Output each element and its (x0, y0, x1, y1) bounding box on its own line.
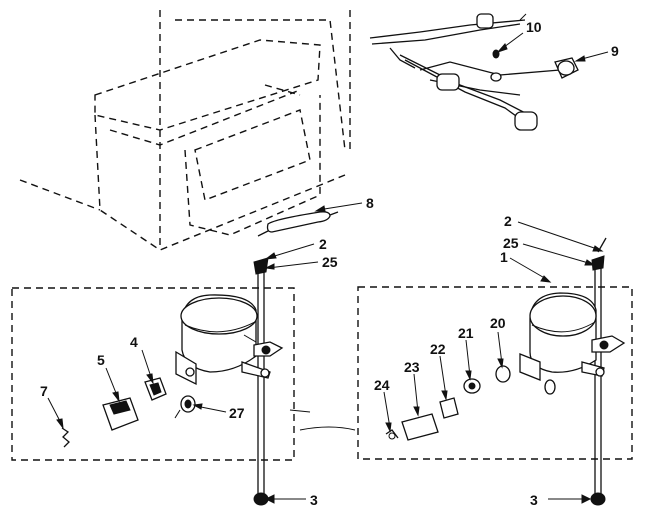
right-detail-frame (357, 286, 633, 460)
drier-part-8 (257, 211, 339, 237)
part-21 (463, 378, 481, 394)
callout-10: 10 (526, 19, 542, 35)
callout-3-left: 3 (310, 492, 318, 508)
left-mount-rod (253, 257, 269, 506)
callout-7: 7 (40, 383, 48, 399)
relay-part-4 (144, 377, 167, 401)
grommet-part-27 (174, 395, 196, 419)
part-24 (385, 429, 399, 440)
left-compressor (175, 294, 284, 386)
leader-lines (47, 32, 609, 504)
callout-9: 9 (611, 43, 619, 59)
callout-25-right: 25 (503, 235, 519, 251)
clip-part-7 (61, 427, 70, 448)
callout-22: 22 (430, 341, 446, 357)
callout-4: 4 (130, 334, 138, 350)
callout-27: 27 (229, 405, 245, 421)
callout-21: 21 (458, 325, 474, 341)
callout-25-left: 25 (322, 254, 338, 270)
callout-8: 8 (366, 195, 374, 211)
callout-24: 24 (374, 377, 390, 393)
part-22 (439, 397, 459, 419)
callout-1: 1 (500, 249, 508, 265)
right-compressor (519, 292, 626, 395)
left-detail-frame (11, 287, 295, 461)
callout-3-right: 3 (530, 492, 538, 508)
overload-cover-part-5 (102, 397, 139, 431)
callout-5: 5 (97, 352, 105, 368)
callout-20: 20 (490, 315, 506, 331)
part-20 (495, 365, 511, 383)
callout-2-right: 2 (504, 213, 512, 229)
right-mount-rod (590, 237, 607, 506)
wiring-harness (369, 13, 579, 131)
callout-labels: 10 9 8 2 25 4 5 7 27 3 2 25 1 20 21 22 2… (40, 19, 619, 508)
wire-terminal-part-9 (557, 60, 575, 76)
part-23 (401, 413, 439, 441)
callout-2-left: 2 (319, 236, 327, 252)
screw-part-10 (490, 49, 502, 82)
cabinet-outline (19, 10, 351, 251)
callout-23: 23 (404, 359, 420, 375)
